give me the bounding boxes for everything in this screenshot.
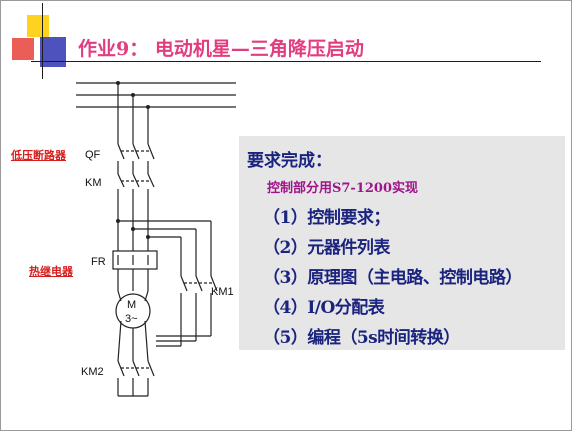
motor-phase-label: 3~	[125, 313, 138, 325]
decor-yellow-square	[27, 15, 49, 37]
decor-vertical-rule	[42, 3, 43, 79]
slide-title: 作业9： 电动机星—三角降压启动	[78, 38, 364, 60]
breaker-label: 低压断路器	[11, 149, 66, 162]
qf-label: QF	[85, 149, 101, 161]
requirement-item-4: （4）I/O分配表	[263, 298, 385, 318]
requirements-subheading: 控制部分用S7-1200实现	[267, 181, 419, 196]
motor-circuit-diagram: QF KM FR KM1 M 3~ KM2	[76, 81, 236, 397]
decor-blue-square	[40, 37, 66, 67]
km2-label: KM2	[81, 366, 104, 378]
decor-red-square	[12, 38, 34, 60]
requirement-item-3: （3）原理图（主电路、控制电路）	[263, 268, 522, 288]
requirements-panel: 要求完成： 控制部分用S7-1200实现 （1）控制要求； （2）元器件列表 （…	[239, 136, 565, 350]
motor-m-label: M	[127, 299, 136, 311]
km-label: KM	[85, 177, 102, 189]
decor-title-rule	[31, 61, 541, 62]
fr-label: FR	[91, 256, 106, 268]
requirement-item-2: （2）元器件列表	[263, 238, 390, 258]
requirement-item-5: （5）编程（5s时间转换）	[263, 328, 460, 348]
thermal-relay-label: 热继电器	[29, 265, 73, 278]
requirements-heading: 要求完成：	[247, 151, 332, 171]
km1-label: KM1	[211, 286, 234, 298]
requirement-item-1: （1）控制要求；	[263, 208, 390, 228]
